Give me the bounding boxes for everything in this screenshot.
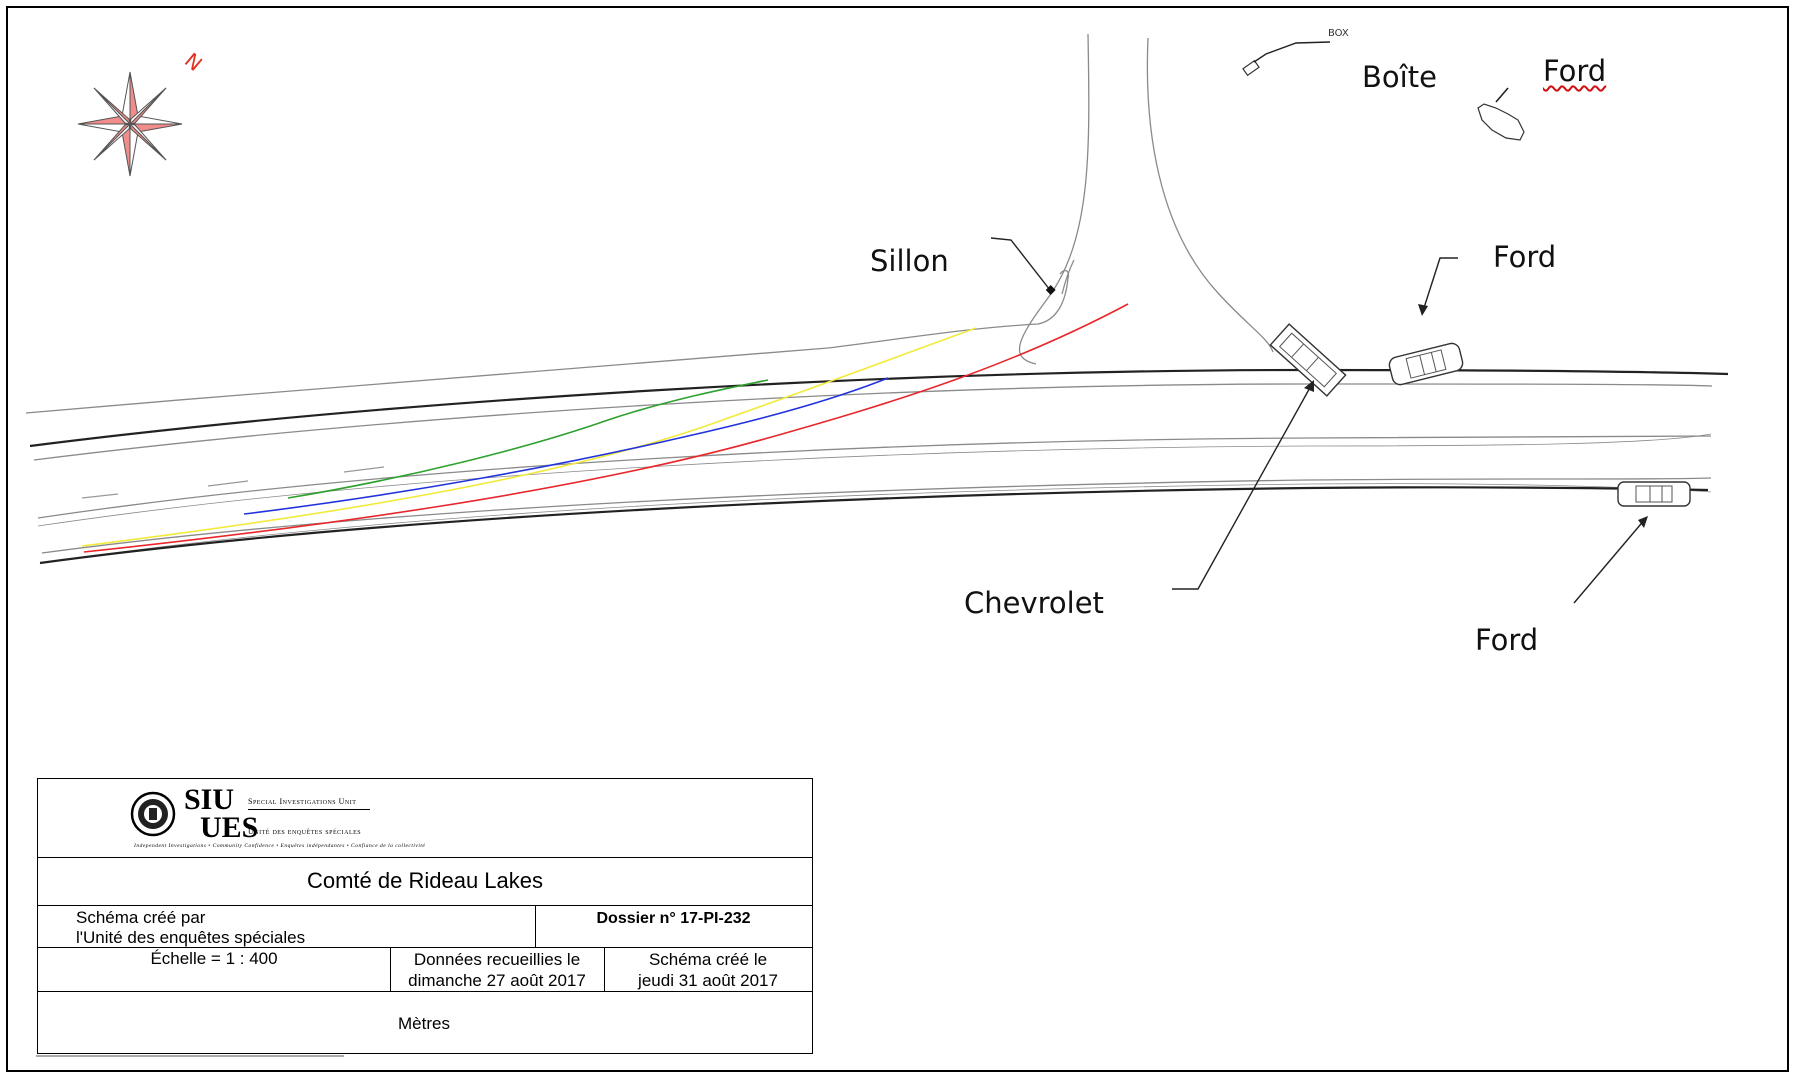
logo-fr-name: Unité des enquêtes spéciales	[248, 827, 362, 836]
collision-diagram	[25, 33, 1729, 1057]
tb-row-location: Comté de Rideau Lakes	[38, 857, 812, 906]
chevrolet-vehicle	[1269, 323, 1347, 397]
ford-mid-vehicle	[1388, 342, 1464, 386]
tb-row-dates: Échelle = 1 : 400 Données recueillies le…	[38, 947, 812, 992]
tire-mark-red	[83, 303, 1129, 553]
sillon-marker	[990, 237, 1056, 295]
leader-lines	[1172, 257, 1647, 604]
created-by-line2: l'Unité des enquêtes spéciales	[76, 928, 306, 947]
compass-rose-icon	[77, 71, 183, 177]
ues-wordmark: UES	[200, 811, 259, 844]
highway	[29, 368, 1729, 565]
siu-wordmark: SIU	[184, 783, 235, 816]
data-collected-line2: dimanche 27 août 2017	[408, 971, 586, 990]
units-text: Mètres	[398, 1014, 450, 1033]
ford-top-label: Ford	[1543, 54, 1607, 88]
diagram-frame: N BOX Boîte Ford Sillon Ford Chevrolet F…	[6, 6, 1789, 1072]
boite-label: Boîte	[1362, 60, 1437, 94]
logo-en-name: Special Investigations Unit	[248, 797, 357, 806]
box-small-label: BOX	[1328, 28, 1349, 39]
leader-arrows	[1304, 304, 1648, 528]
ford-bottom-vehicle	[1617, 481, 1691, 507]
units-cell: Mètres	[38, 992, 814, 1054]
diagram-created-cell: Schéma créé le jeudi 31 août 2017	[604, 948, 812, 992]
ford-bottom-label: Ford	[1475, 623, 1539, 657]
sillon-label: Sillon	[870, 244, 949, 278]
ford-top-debris	[1477, 87, 1525, 141]
data-collected-line1: Données recueillies le	[413, 950, 581, 969]
location-title: Comté de Rideau Lakes	[38, 858, 812, 906]
created-by-cell: Schéma créé par l'Unité des enquêtes spé…	[76, 906, 516, 948]
logo-rule	[248, 809, 370, 810]
tire-mark-blue	[243, 377, 889, 515]
data-collected-cell: Données recueillies le dimanche 27 août …	[390, 948, 604, 992]
chevrolet-leader	[1172, 383, 1313, 590]
created-by-line1: Schéma créé par	[76, 908, 206, 927]
ford-mid-label: Ford	[1493, 240, 1557, 274]
diagram-created-line1: Schéma créé le	[648, 950, 768, 969]
tb-row-units: Mètres	[38, 991, 812, 1054]
chevrolet-label: Chevrolet	[964, 586, 1104, 620]
tb-row-created-by: Schéma créé par l'Unité des enquêtes spé…	[38, 905, 812, 948]
logo-tagline: Independent Investigations • Community C…	[134, 843, 426, 849]
tb-divider	[390, 948, 391, 992]
location-text: Comté de Rideau Lakes	[306, 868, 544, 893]
box-marker	[1242, 41, 1331, 77]
ford-bottom-leader	[1573, 517, 1647, 604]
tire-mark-green	[287, 379, 769, 499]
side-road	[1019, 33, 1274, 365]
scale-text: Échelle = 1 : 400	[150, 949, 278, 968]
file-number-cell: Dossier n° 17-PI-232	[535, 906, 812, 948]
tire-mark-yellow	[81, 327, 977, 547]
tb-divider	[535, 906, 536, 948]
ford-mid-leader	[1421, 257, 1458, 315]
diagram-created-line2: jeudi 31 août 2017	[638, 971, 778, 990]
scale-cell: Échelle = 1 : 400	[38, 948, 390, 992]
file-number-text: Dossier n° 17-PI-232	[596, 910, 751, 927]
siu-seal-icon	[130, 791, 176, 837]
tb-divider	[604, 948, 605, 992]
tire-marks	[81, 303, 1129, 553]
road-shoulder-line	[25, 269, 1070, 414]
title-block: SIU UES Special Investigations Unit Unit…	[37, 778, 813, 1054]
siu-logo: SIU UES Special Investigations Unit Unit…	[38, 779, 812, 857]
